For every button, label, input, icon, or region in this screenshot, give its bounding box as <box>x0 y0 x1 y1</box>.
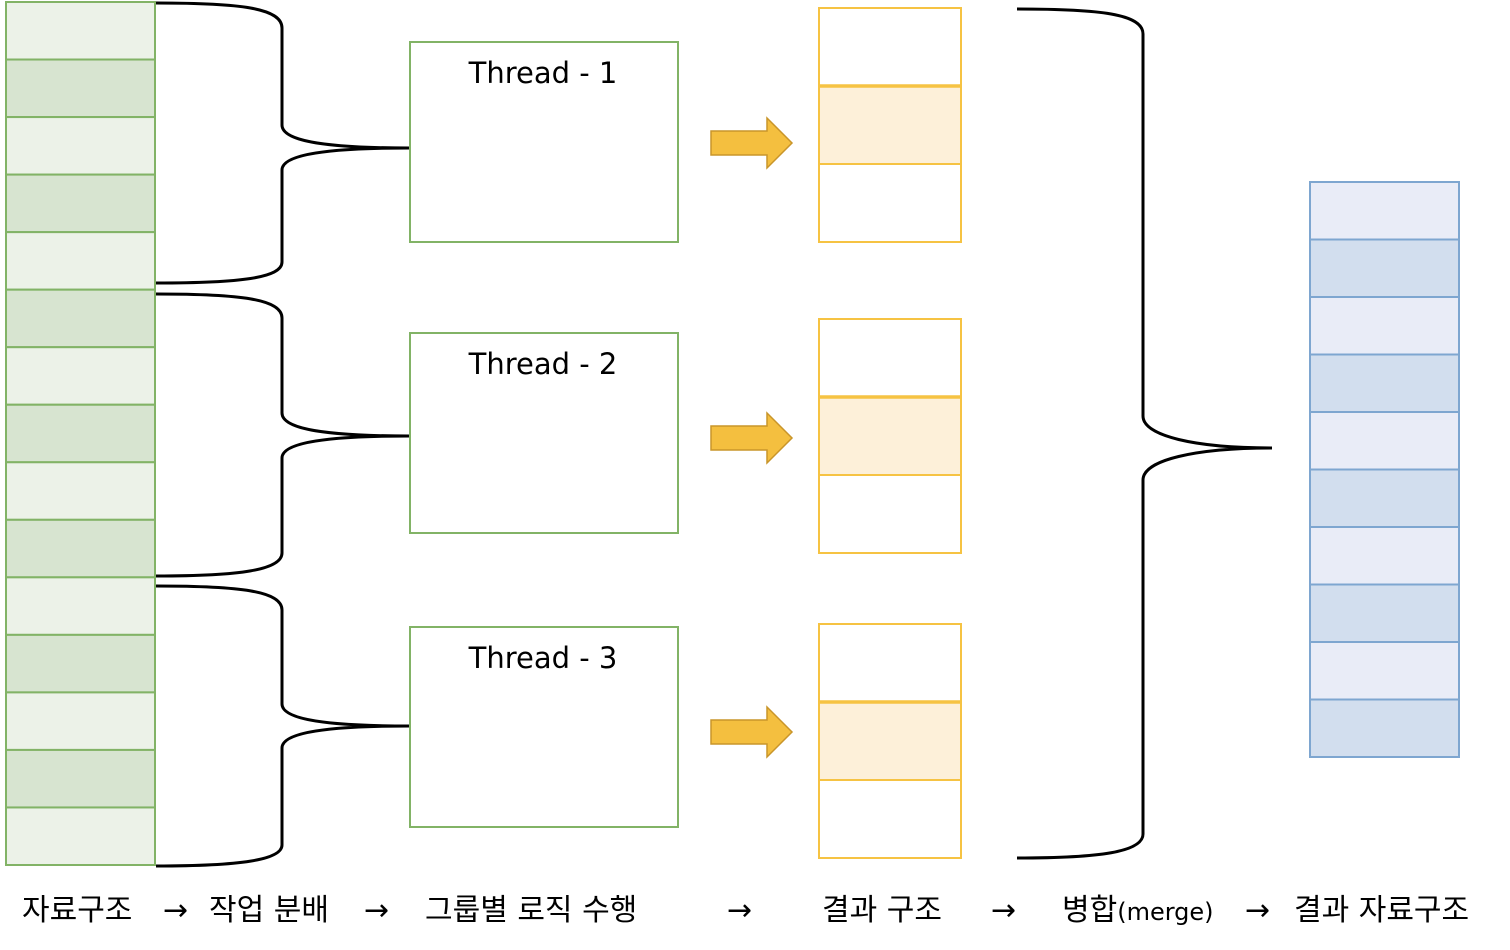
merged-cell <box>1309 641 1460 701</box>
right-arrow-icon <box>710 705 794 759</box>
merged-cell <box>1309 411 1460 471</box>
caption-merge-english: (merge) <box>1117 898 1213 926</box>
merged-data-structure <box>1309 181 1460 758</box>
input-cell <box>5 116 156 176</box>
input-cell <box>5 748 156 809</box>
caption-result-structure: 결과 구조 <box>822 893 942 928</box>
merged-cell <box>1309 238 1460 298</box>
result-structures <box>818 7 962 859</box>
input-cell <box>5 173 156 234</box>
result-cell <box>818 396 962 476</box>
thread-label-2: Thread - 2 <box>468 347 618 381</box>
merged-cell <box>1309 583 1460 643</box>
input-cell <box>5 403 156 464</box>
result-cell <box>818 623 962 703</box>
result-cell <box>818 318 962 398</box>
input-cell <box>5 288 156 349</box>
thread-box-1: Thread - 1 <box>409 41 679 243</box>
right-arrow-icon <box>710 411 794 465</box>
input-cell <box>5 518 156 579</box>
caption-arrow-icon: → <box>991 893 1016 928</box>
input-cell <box>5 691 156 751</box>
merge-brace <box>1016 7 1273 860</box>
caption-merge: 병합(merge) <box>1062 893 1214 928</box>
distribution-brace-1 <box>155 1 411 285</box>
input-cell <box>5 576 156 636</box>
process-caption: 자료구조 → 작업 분배 → 그룹별 로직 수행 → 결과 구조 → 병합(me… <box>22 893 1469 928</box>
caption-arrow-icon: → <box>364 893 389 928</box>
result-cell <box>818 474 962 554</box>
thread-box-3: Thread - 3 <box>409 626 679 828</box>
result-cell <box>818 779 962 859</box>
caption-final-structure: 결과 자료구조 <box>1294 893 1469 928</box>
caption-arrow-icon: → <box>727 893 752 928</box>
input-cell <box>5 58 156 119</box>
input-data-structure <box>5 1 156 867</box>
merged-cell <box>1309 353 1460 413</box>
result-cell <box>818 7 962 87</box>
merged-cell <box>1309 468 1460 528</box>
merged-cell <box>1309 181 1460 241</box>
merged-cell <box>1309 296 1460 356</box>
thread-box-2: Thread - 2 <box>409 332 679 534</box>
caption-data-structure: 자료구조 <box>22 893 132 928</box>
distribution-brace-2 <box>155 292 411 578</box>
thread-label-1: Thread - 1 <box>468 56 618 90</box>
merged-cell <box>1309 698 1460 758</box>
work-distribution-braces <box>155 1 411 868</box>
input-cell <box>5 806 156 867</box>
caption-group-logic: 그룹별 로직 수행 <box>425 893 637 928</box>
caption-arrow-icon: → <box>163 893 188 928</box>
input-cell <box>5 231 156 291</box>
result-cell <box>818 701 962 781</box>
right-arrow-icon <box>710 116 794 170</box>
caption-task-distribution: 작업 분배 <box>209 893 329 928</box>
merged-cell <box>1309 526 1460 586</box>
input-cell <box>5 461 156 521</box>
result-cell <box>818 85 962 165</box>
thread-label-3: Thread - 3 <box>468 641 618 675</box>
thread-output-arrows <box>710 116 794 759</box>
caption-merge-label: 병합 <box>1062 893 1117 928</box>
input-cell <box>5 633 156 694</box>
result-cell <box>818 163 962 243</box>
input-cell <box>5 1 156 61</box>
input-cell <box>5 346 156 406</box>
caption-arrow-icon: → <box>1245 893 1270 928</box>
distribution-brace-3 <box>155 584 411 868</box>
